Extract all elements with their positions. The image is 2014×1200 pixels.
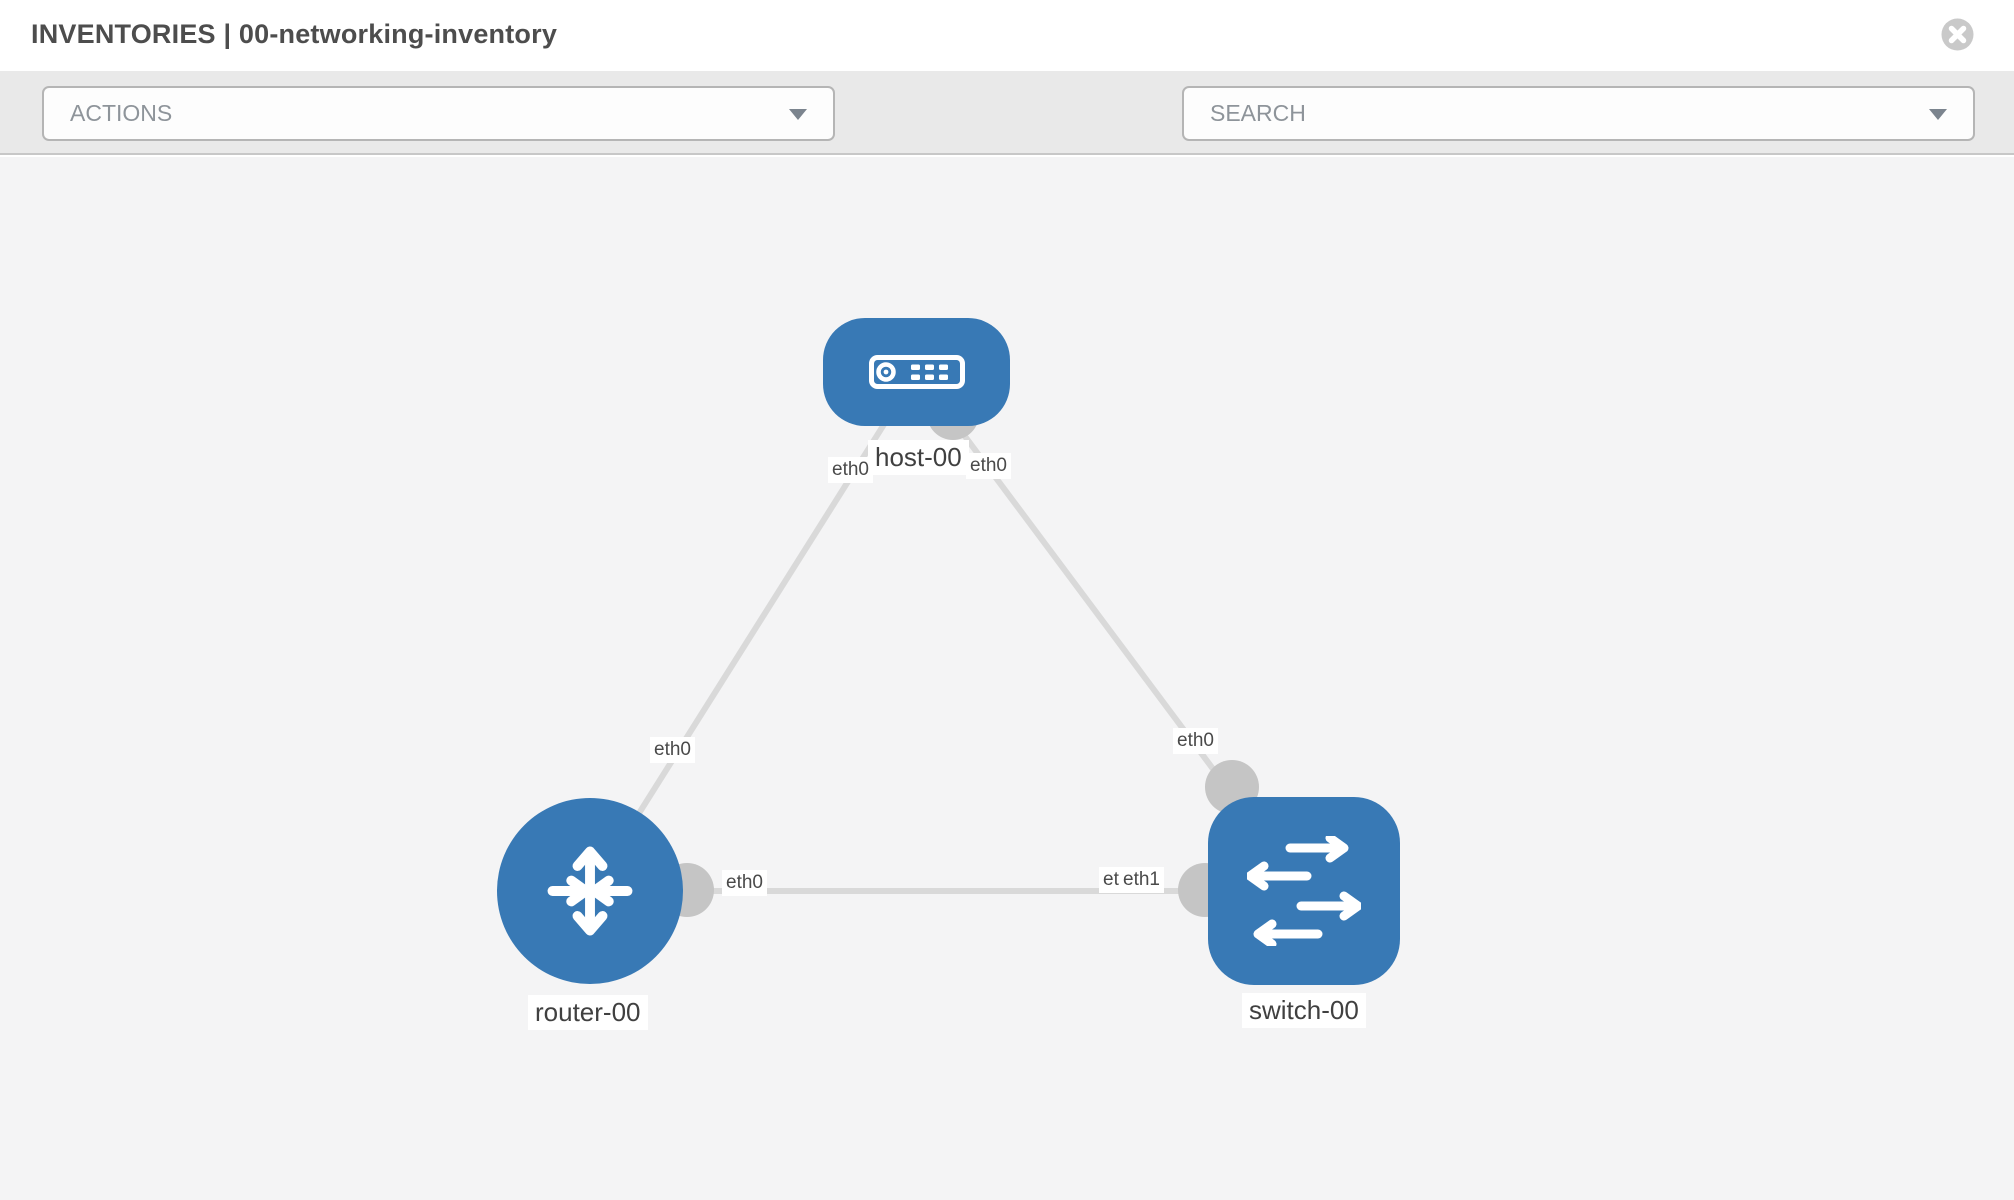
- actions-dropdown[interactable]: ACTIONS: [42, 86, 835, 141]
- close-icon: [1941, 18, 1974, 51]
- node-host-00[interactable]: [823, 318, 1010, 426]
- interface-label: eth0: [828, 457, 873, 483]
- interface-label: eth0: [650, 737, 695, 763]
- node-label-router: router-00: [528, 995, 648, 1030]
- node-label-host: host-00: [868, 440, 969, 475]
- page-title: INVENTORIES | 00-networking-inventory: [31, 19, 558, 49]
- interface-label: eth0: [722, 870, 767, 896]
- topology-links-layer: [587, 370, 1307, 917]
- search-dropdown[interactable]: SEARCH: [1182, 86, 1975, 141]
- interface-label: eth0: [966, 453, 1011, 479]
- chevron-down-icon: [1929, 108, 1947, 120]
- actions-dropdown-label: ACTIONS: [70, 100, 173, 126]
- router-icon: [547, 846, 633, 936]
- node-router-00[interactable]: [497, 798, 683, 984]
- close-button[interactable]: [1941, 18, 1974, 51]
- chevron-down-icon: [789, 108, 807, 120]
- interface-label: eth0: [1173, 728, 1218, 754]
- toolbar: ACTIONS SEARCH: [0, 71, 2014, 204]
- search-dropdown-label: SEARCH: [1210, 100, 1306, 126]
- interface-label: eth1: [1119, 867, 1164, 893]
- switch-icon: [1247, 836, 1361, 946]
- host-icon: [868, 355, 965, 389]
- header-bar: INVENTORIES | 00-networking-inventory: [0, 0, 2014, 71]
- node-label-switch: switch-00: [1242, 993, 1366, 1028]
- node-switch-00[interactable]: [1208, 797, 1400, 985]
- topology-canvas[interactable]: host-00 router-00 switch-00 eth0 eth0 et…: [0, 157, 2014, 1200]
